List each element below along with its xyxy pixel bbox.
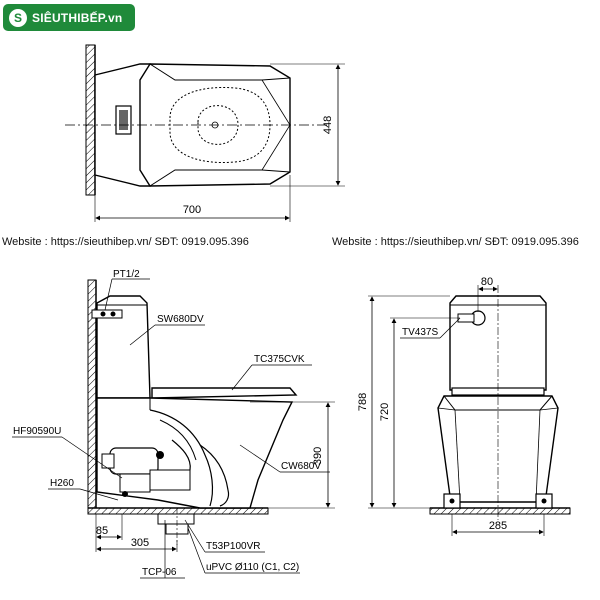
seat-lid-outline <box>151 387 298 399</box>
dim-total-height-label: 788 <box>357 393 369 411</box>
label-hf: HF90590U <box>13 426 61 437</box>
website-line-right: Website : https://sieuthibep.vn/ SĐT: 09… <box>332 236 579 248</box>
dim-base-width-label: 285 <box>489 520 507 532</box>
dim-wall-left-label: 85 <box>96 525 108 537</box>
side-floor-hatch <box>87 507 269 515</box>
brand-logo: S SIÊUTHIBẾP.vn <box>3 4 135 31</box>
dim-tank-height-label: 720 <box>379 403 391 421</box>
label-pt: PT1/2 <box>113 269 140 280</box>
brand-mark-icon: S <box>9 8 27 27</box>
website-line-left: Website : https://sieuthibep.vn/ SĐT: 09… <box>2 236 249 248</box>
label-tank: SW680DV <box>157 314 204 325</box>
dim-seat-height-label: 390 <box>312 447 324 465</box>
label-tcp: TCP-06 <box>142 567 177 578</box>
dim-width-label: 700 <box>183 204 201 216</box>
dim-depth-label: 448 <box>322 116 334 134</box>
label-valve: TV437S <box>402 327 438 338</box>
front-view: 788 720 80 285 TV437S <box>357 276 571 536</box>
top-wall-hatch <box>85 44 96 196</box>
label-pipe: uPVC Ø110 (C1, C2) <box>206 562 299 573</box>
front-floor-hatch <box>429 507 571 515</box>
side-view: 390 85 305 PT1/2 SW680DV TC375CVK CW680V <box>12 269 335 579</box>
label-h: H260 <box>50 478 74 489</box>
top-view: 700 448 <box>65 44 345 222</box>
label-flange: T53P100VR <box>206 541 260 552</box>
label-bowl: CW680V <box>281 461 321 472</box>
brand-name: SIÊUTHIBẾP.vn <box>32 10 123 25</box>
label-seat: TC375CVK <box>254 354 305 365</box>
dim-rough-in-label: 305 <box>131 537 149 549</box>
dim-inlet-label: 80 <box>481 276 493 288</box>
